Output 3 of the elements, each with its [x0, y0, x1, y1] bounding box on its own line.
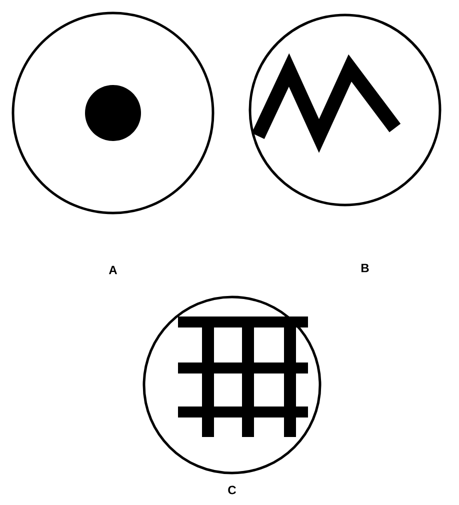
panel-label: A: [108, 266, 117, 274]
panel-label: C: [228, 486, 236, 494]
panel-label: B: [361, 264, 369, 272]
